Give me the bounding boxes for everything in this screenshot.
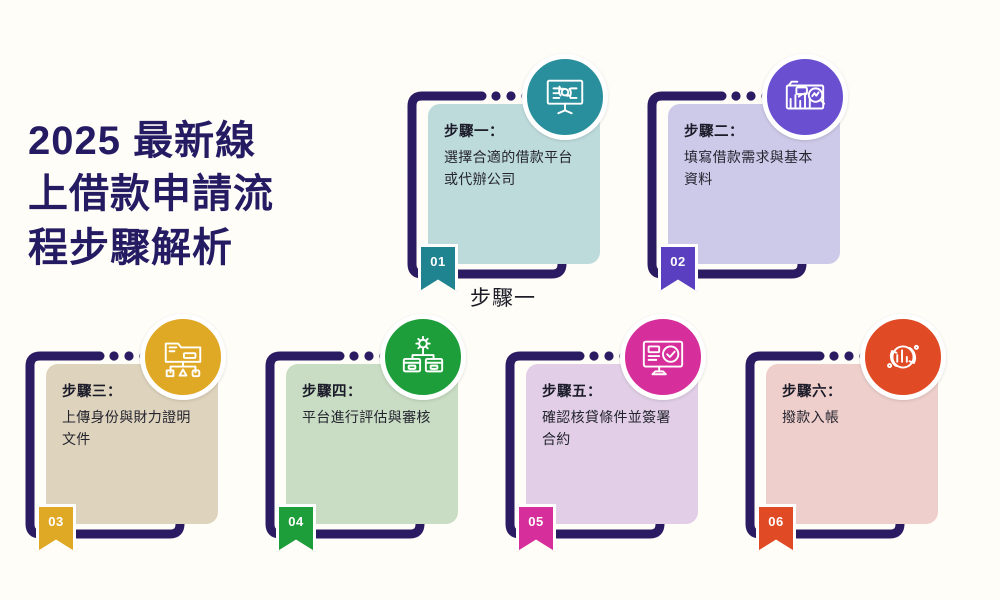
step-description: 平台進行評估與審核 (302, 409, 431, 426)
step-card-04[interactable]: 步驟四： 平台進行評估與審核 04 (262, 314, 486, 568)
step-card-01[interactable]: 步驟一： 選擇合適的借款平台或代辦公司 01 (404, 54, 628, 308)
step-heading: 步驟六： (782, 384, 842, 400)
step-number: 05 (528, 514, 544, 529)
step-heading: 步驟二： (684, 124, 744, 140)
step-heading: 步驟五： (542, 384, 602, 400)
step-number: 01 (430, 254, 446, 269)
page-title: 2025 最新線 上借款申請流 程步驟解析 (28, 118, 274, 270)
step-card-body: 步驟五： 確認核貸條件並簽署合約 (526, 364, 698, 524)
folder-hierarchy-icon[interactable] (140, 314, 226, 400)
step-card-body: 步驟四： 平台進行評估與審核 (286, 364, 458, 524)
presentation-cycle-icon[interactable] (522, 54, 608, 140)
step-description: 上傳身份與財力證明文件 (62, 409, 191, 448)
gear-boxes-icon[interactable] (380, 314, 466, 400)
chart-magnifier-icon[interactable] (762, 54, 848, 140)
bar-chart-orbit-icon[interactable] (860, 314, 946, 400)
monitor-check-icon[interactable] (620, 314, 706, 400)
step-description: 確認核貸條件並簽署合約 (542, 409, 671, 448)
step-heading: 步驟一： (444, 124, 504, 140)
step-description: 撥款入帳 (782, 409, 840, 426)
step-description: 選擇合適的借款平台或代辦公司 (444, 149, 573, 188)
step-description: 填寫借款需求與基本資料 (684, 149, 813, 188)
step-heading: 步驟四： (302, 384, 362, 400)
step-card-body: 步驟一： 選擇合適的借款平台或代辦公司 (428, 104, 600, 264)
step-number: 03 (48, 514, 64, 529)
step-heading: 步驟三： (62, 384, 122, 400)
stray-caption: 步驟一 (470, 286, 536, 310)
step-number: 02 (670, 254, 686, 269)
step-card-05[interactable]: 步驟五： 確認核貸條件並簽署合約 05 (502, 314, 726, 568)
step-card-06[interactable]: 步驟六： 撥款入帳 06 (742, 314, 966, 568)
step-number-ribbon: 06 (756, 504, 796, 552)
step-number: 06 (768, 514, 784, 529)
step-number: 04 (288, 514, 304, 529)
step-card-03[interactable]: 步驟三： 上傳身份與財力證明文件 03 (22, 314, 246, 568)
step-card-02[interactable]: 步驟二： 填寫借款需求與基本資料 02 (644, 54, 868, 308)
